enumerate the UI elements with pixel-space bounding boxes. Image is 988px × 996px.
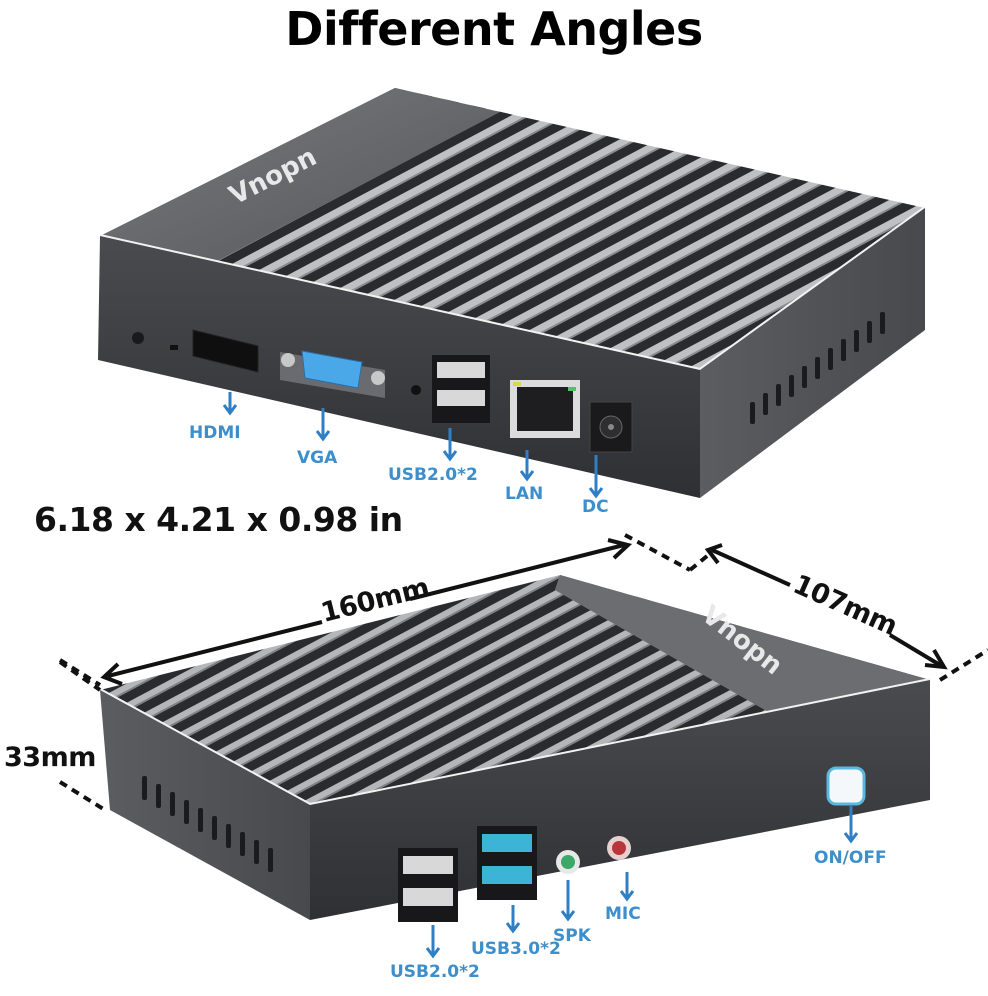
speaker-jack-icon	[556, 850, 580, 874]
side-panel	[700, 208, 925, 498]
port-label-hdmi: HDMI	[189, 423, 241, 443]
vga-port-icon	[280, 350, 385, 398]
usb-port-icon	[432, 355, 490, 423]
ethernet-port-icon	[510, 380, 580, 438]
logo-plate	[100, 88, 500, 262]
usb-port-icon	[398, 848, 458, 922]
dimension-height-label: 33mm	[4, 742, 96, 773]
usb3-port-icon	[477, 826, 537, 900]
side-vents	[142, 776, 273, 872]
mini-pc-rear-view: Vnopn	[98, 88, 927, 499]
lock-slot-icon	[170, 345, 178, 350]
port-label-usb3: USB3.0*2	[471, 939, 561, 959]
port-label-vga: VGA	[297, 448, 338, 468]
port-label-power: ON/OFF	[814, 848, 887, 868]
front-panel	[310, 680, 930, 920]
dc-power-jack-icon	[589, 401, 633, 453]
mini-pc-front-view: Vnopn	[99, 575, 931, 959]
dimensions-imperial: 6.18 x 4.21 x 0.98 in	[34, 500, 403, 539]
port-label-mic: MIC	[605, 904, 641, 924]
port-label-usb2: USB2.0*2	[388, 465, 478, 485]
microphone-jack-icon	[607, 836, 631, 860]
hdmi-port-icon	[192, 329, 259, 373]
callout-arrows	[222, 392, 604, 499]
port-label-usb2: USB2.0*2	[390, 962, 480, 982]
port-label-lan: LAN	[505, 484, 544, 504]
callout-arrows	[425, 806, 859, 959]
page-title: Different Angles	[285, 2, 703, 56]
port-label-spk: SPK	[553, 926, 591, 946]
power-button-icon[interactable]	[826, 766, 866, 806]
port-label-dc: DC	[582, 497, 609, 517]
audio-jack-icon	[132, 332, 144, 344]
dimension-lines	[58, 533, 988, 812]
